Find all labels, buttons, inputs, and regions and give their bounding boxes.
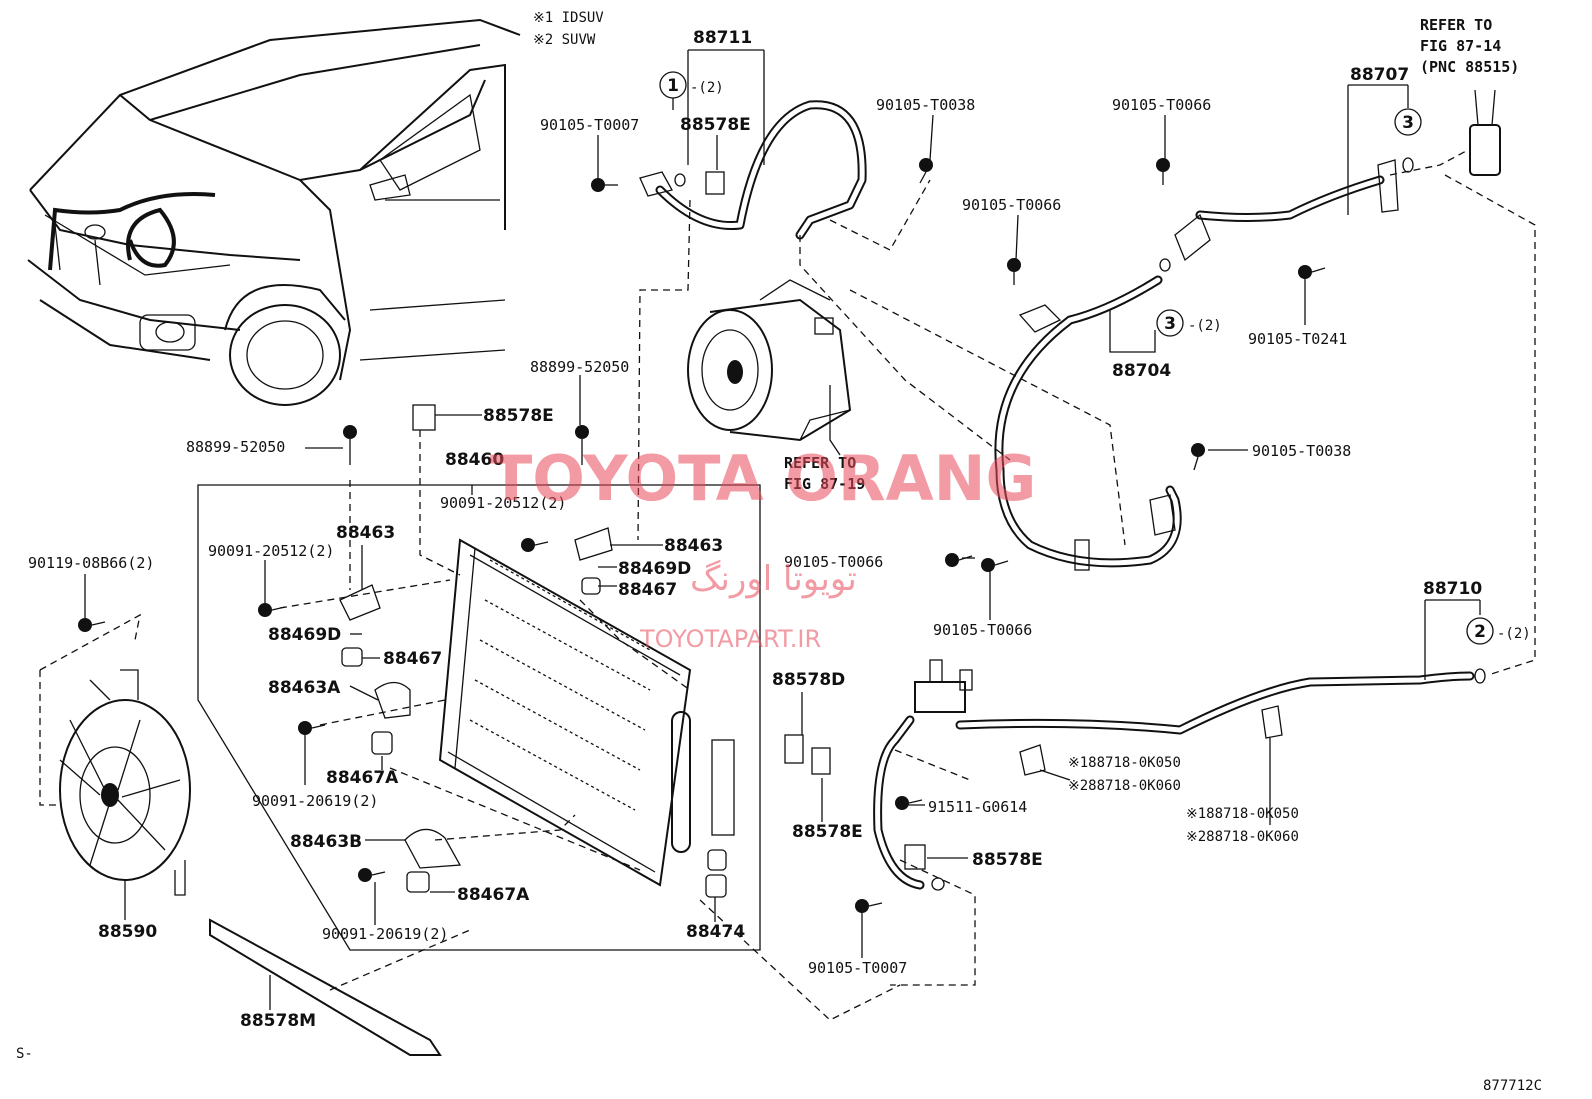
condenser-group-frame <box>197 484 761 951</box>
label-88463A: 88463A <box>268 678 341 698</box>
label-90105-T0007-top: 90105-T0007 <box>540 116 639 134</box>
expansion-valve <box>1469 89 1501 176</box>
label-90105-T0038-mid: 90105-T0038 <box>1252 442 1351 460</box>
label-288718-a: ※288718-0K060 <box>1068 778 1181 794</box>
label-88578D: 88578D <box>772 670 845 690</box>
label-88578E-right: 88578E <box>972 850 1043 870</box>
callout-2-qty: -(2) <box>1497 626 1531 642</box>
watermark-brand: TOYOTA ORANG <box>490 442 1036 515</box>
label-88578E-top: 88578E <box>680 115 751 135</box>
callout-3-top-number: 3 <box>1402 113 1414 133</box>
refer-b-line1: REFER TO <box>784 454 856 472</box>
label-90105-T0066-b: 90105-T0066 <box>962 196 1061 214</box>
hose-88704 <box>994 275 1182 571</box>
label-90105-T0038-top: 90105-T0038 <box>876 96 975 114</box>
label-88578M: 88578M <box>240 1011 316 1031</box>
label-88467-b: 88467 <box>618 580 677 600</box>
label-90091-20619-a: 90091-20619(2) <box>252 792 378 810</box>
watermark-arabic: تویوتا اورنگ <box>690 559 857 599</box>
dashed-guides <box>39 149 1536 1021</box>
label-90105-T0066-a: 90105-T0066 <box>1112 96 1211 114</box>
label-88707: 88707 <box>1350 65 1409 85</box>
legend-note-2: ※2 SUVW <box>533 32 596 48</box>
callout-2-number: 2 <box>1474 622 1486 642</box>
refer-a-line2: FIG 87-14 <box>1420 37 1501 55</box>
label-88460: 88460 <box>445 450 504 470</box>
callout-3-mid-number: 3 <box>1164 314 1176 334</box>
refer-a-line1: REFER TO <box>1420 16 1492 34</box>
label-91511-G0614: 91511-G0614 <box>928 798 1027 816</box>
label-88578E-mid: 88578E <box>483 406 554 426</box>
callout-3-mid: 3 -(2) <box>1156 309 1222 337</box>
cooling-fan-88590 <box>59 669 191 896</box>
callout-2: 2 -(2) <box>1466 617 1531 645</box>
refer-b-line2: FIG 87-19 <box>784 475 865 493</box>
label-90105-T0241: 90105-T0241 <box>1248 330 1347 348</box>
label-288718-b: ※288718-0K060 <box>1186 829 1299 845</box>
label-88590: 88590 <box>98 922 157 942</box>
refer-a-line3: (PNC 88515) <box>1420 58 1519 76</box>
label-88899-52050-b: 88899-52050 <box>530 358 629 376</box>
label-88711: 88711 <box>693 28 752 48</box>
label-88463-a: 88463 <box>336 523 395 543</box>
legend-note-1: ※1 IDSUV <box>533 10 604 26</box>
compressor <box>687 279 852 442</box>
label-88474: 88474 <box>686 922 745 942</box>
label-88463-b: 88463 <box>664 536 723 556</box>
label-88467-a: 88467 <box>383 649 442 669</box>
hose-88711 <box>639 100 867 240</box>
label-90105-T0007-low: 90105-T0007 <box>808 959 907 977</box>
figure-code: 877712C <box>1483 1078 1542 1094</box>
label-90091-20512-b: 90091-20512(2) <box>440 494 566 512</box>
watermark-site: TOYOTAPART.IR <box>639 625 821 653</box>
label-90091-20619-b: 90091-20619(2) <box>322 925 448 943</box>
label-88463B: 88463B <box>290 832 362 852</box>
label-88578E-low: 88578E <box>792 822 863 842</box>
leader-lines <box>84 49 1481 1010</box>
pipe-88710 <box>873 659 1486 891</box>
label-90091-20512-a: 90091-20512(2) <box>208 542 334 560</box>
label-88467A-a: 88467A <box>326 768 399 788</box>
label-188718-a: ※188718-0K050 <box>1068 755 1181 771</box>
callout-3-top: 3 <box>1394 108 1422 136</box>
label-88469D-b: 88469D <box>618 559 691 579</box>
pipe-88707 <box>1159 157 1414 272</box>
corner-mark: S- <box>16 1046 33 1062</box>
callout-3-mid-qty: -(2) <box>1188 318 1222 334</box>
label-88467A-b: 88467A <box>457 885 530 905</box>
label-88710: 88710 <box>1423 579 1482 599</box>
vehicle-illustration <box>27 18 521 406</box>
callout-1-number: 1 <box>667 76 679 96</box>
label-88704: 88704 <box>1112 361 1171 381</box>
label-188718-b: ※188718-0K050 <box>1186 806 1299 822</box>
label-90119-08B66: 90119-08B66(2) <box>28 554 154 572</box>
label-90105-T0066-c: 90105-T0066 <box>784 553 883 571</box>
condenser-88460 <box>438 538 735 887</box>
label-88899-52050-a: 88899-52050 <box>186 438 285 456</box>
callout-1: 1 -(2) <box>659 71 724 110</box>
label-90105-T0066-d: 90105-T0066 <box>933 621 1032 639</box>
label-88469D-a: 88469D <box>268 625 341 645</box>
hardware <box>78 158 1326 1056</box>
callout-1-qty: -(2) <box>690 80 724 96</box>
